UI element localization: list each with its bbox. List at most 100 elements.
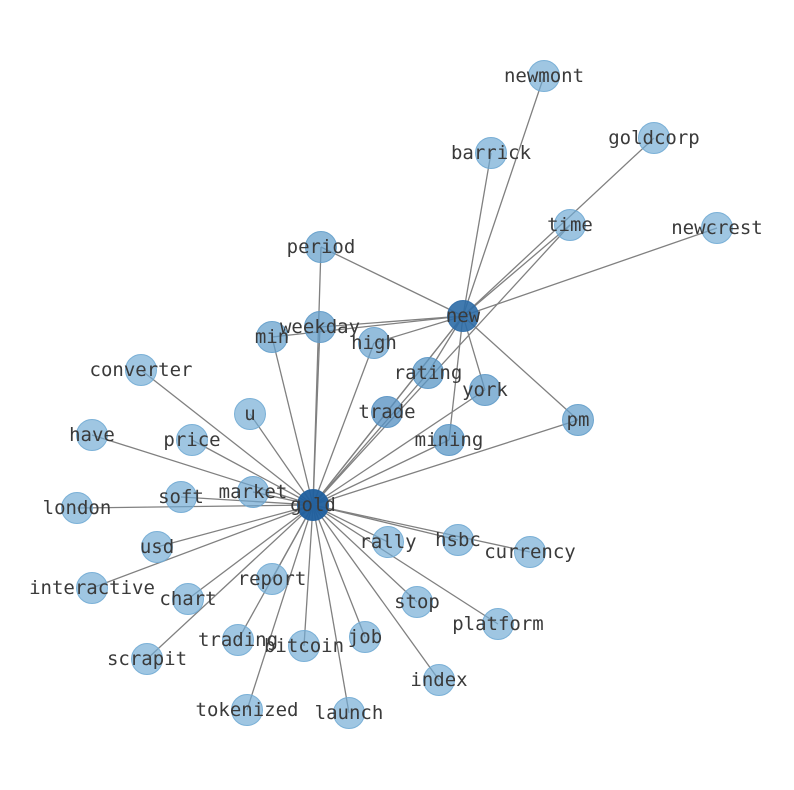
node-label-mining: mining xyxy=(415,429,484,451)
node-bitcoin xyxy=(288,630,320,662)
node-u xyxy=(234,398,266,430)
node-label-have: have xyxy=(69,424,115,446)
node-label-high: high xyxy=(351,332,397,354)
node-label-report: report xyxy=(238,568,307,590)
node-min xyxy=(256,321,288,353)
edge-new-time xyxy=(462,224,571,317)
edge-new-period xyxy=(320,246,464,317)
node-label-london: london xyxy=(43,497,112,519)
node-label-market: market xyxy=(219,481,288,503)
node-label-time: time xyxy=(547,214,593,236)
edge-gold-weekday xyxy=(312,326,321,506)
node-market xyxy=(237,476,269,508)
edge-gold-tokenized xyxy=(246,504,314,711)
edge-new-min xyxy=(271,315,464,338)
node-label-rally: rally xyxy=(359,531,416,553)
edge-gold-job xyxy=(312,504,366,638)
node-rally xyxy=(372,526,404,558)
edge-new-weekday xyxy=(319,315,464,328)
node-label-u: u xyxy=(244,403,255,425)
node-label-min: min xyxy=(255,326,289,348)
node-chart xyxy=(172,583,204,615)
node-label-york: york xyxy=(462,379,508,401)
edge-gold-u xyxy=(249,413,314,506)
node-platform xyxy=(482,608,514,640)
node-label-hsbc: hsbc xyxy=(435,529,481,551)
node-label-stop: stop xyxy=(394,591,440,613)
node-hsbc xyxy=(442,524,474,556)
node-label-weekday: weekday xyxy=(280,316,360,338)
node-gold xyxy=(297,489,329,521)
edge-gold-usd xyxy=(156,504,314,548)
node-price xyxy=(176,424,208,456)
node-barrick xyxy=(475,137,507,169)
node-converter xyxy=(125,354,157,386)
node-newcrest xyxy=(701,212,733,244)
node-label-rating: rating xyxy=(394,362,463,384)
node-report xyxy=(256,563,288,595)
edge-new-newcrest xyxy=(462,227,718,317)
edge-gold-min xyxy=(271,336,314,506)
node-label-trade: trade xyxy=(358,401,415,423)
edge-new-barrick xyxy=(462,152,492,317)
node-label-newmont: newmont xyxy=(504,65,584,87)
edge-new-mining xyxy=(448,315,464,441)
node-mining xyxy=(433,424,465,456)
edge-gold-index xyxy=(312,504,440,681)
edge-gold-stop xyxy=(312,504,418,603)
node-label-bitcoin: bitcoin xyxy=(264,635,344,657)
node-label-chart: chart xyxy=(159,588,216,610)
edge-gold-currency xyxy=(312,504,531,553)
edge-gold-price xyxy=(191,439,314,506)
edge-gold-chart xyxy=(187,504,314,600)
edge-new-newmont xyxy=(462,75,545,317)
node-label-launch: launch xyxy=(315,702,384,724)
edge-gold-mining xyxy=(312,439,450,506)
node-stop xyxy=(401,586,433,618)
node-trade xyxy=(371,396,403,428)
node-new xyxy=(447,300,479,332)
node-weekday xyxy=(304,311,336,343)
edge-layer xyxy=(76,75,718,714)
node-york xyxy=(469,374,501,406)
node-label-tokenized: tokenized xyxy=(196,699,299,721)
node-label-interactive: interactive xyxy=(29,577,155,599)
node-label-converter: converter xyxy=(90,359,193,381)
edge-gold-high xyxy=(312,342,375,506)
node-interactive xyxy=(76,572,108,604)
node-launch xyxy=(333,697,365,729)
edge-gold-rating xyxy=(312,372,429,506)
edge-gold-converter xyxy=(140,369,314,506)
node-label-usd: usd xyxy=(140,536,174,558)
node-currency xyxy=(514,536,546,568)
node-label-index: index xyxy=(410,669,467,691)
node-label-barrick: barrick xyxy=(451,142,532,164)
edge-gold-trade xyxy=(312,411,388,506)
edge-gold-scrapit xyxy=(146,504,314,660)
edge-gold-have xyxy=(91,434,314,506)
node-high xyxy=(358,327,390,359)
node-time xyxy=(554,209,586,241)
node-label-trading: trading xyxy=(198,629,278,651)
node-label-price: price xyxy=(163,429,220,451)
node-rating xyxy=(412,357,444,389)
node-index xyxy=(423,664,455,696)
node-label-period: period xyxy=(287,236,356,258)
node-label-goldcorp: goldcorp xyxy=(608,127,700,149)
node-scrapit xyxy=(131,643,163,675)
node-period xyxy=(305,231,337,263)
node-job xyxy=(349,621,381,653)
edge-gold-platform xyxy=(312,504,499,625)
node-label-currency: currency xyxy=(484,541,576,563)
edge-new-pm xyxy=(462,315,579,421)
node-have xyxy=(76,419,108,451)
node-label-newcrest: newcrest xyxy=(671,217,763,239)
edge-gold-bitcoin xyxy=(303,504,314,647)
edge-gold-interactive xyxy=(91,504,314,589)
node-label-new: new xyxy=(446,305,481,327)
node-pm xyxy=(562,404,594,436)
edge-gold-london xyxy=(76,504,314,509)
